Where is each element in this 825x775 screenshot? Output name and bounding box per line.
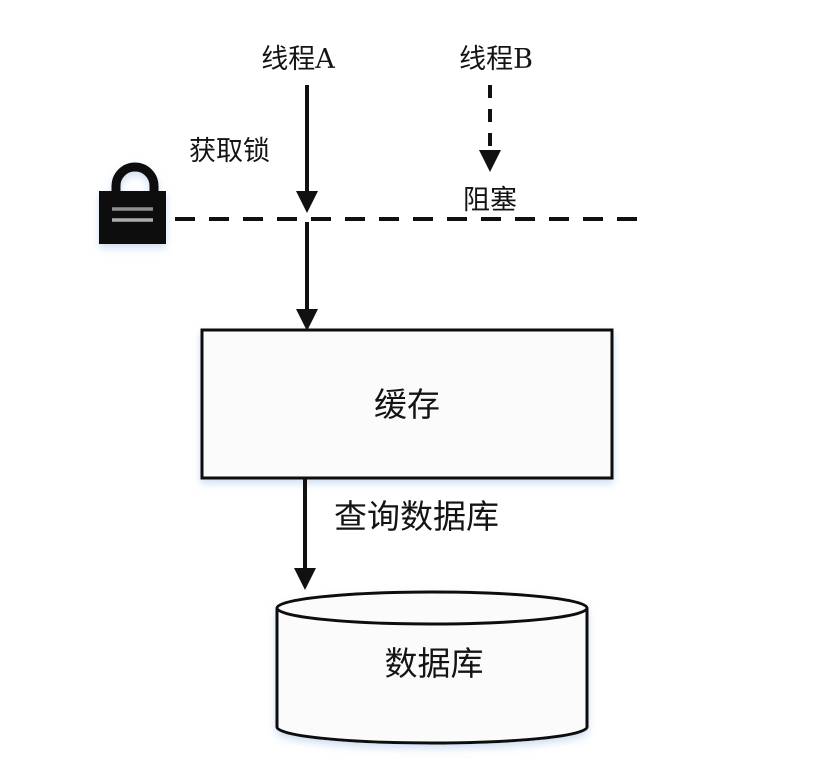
- thread-a-arrow: [296, 85, 318, 213]
- cache-label: 缓存: [374, 385, 440, 424]
- lock-to-cache-arrow: [296, 222, 318, 331]
- lock-icon: [99, 162, 166, 244]
- query-database-label: 查询数据库: [334, 497, 499, 536]
- blocked-label: 阻塞: [463, 185, 517, 216]
- thread-a-label: 线程A: [261, 44, 335, 75]
- thread-b-label: 线程B: [459, 44, 533, 75]
- database-cylinder: [275, 590, 589, 745]
- acquire-lock-label: 获取锁: [189, 136, 270, 167]
- database-label: 数据库: [384, 644, 484, 683]
- thread-b-dashed-arrow: [479, 85, 501, 172]
- cache-to-database-arrow: [294, 479, 316, 590]
- cache-box: [200, 328, 614, 480]
